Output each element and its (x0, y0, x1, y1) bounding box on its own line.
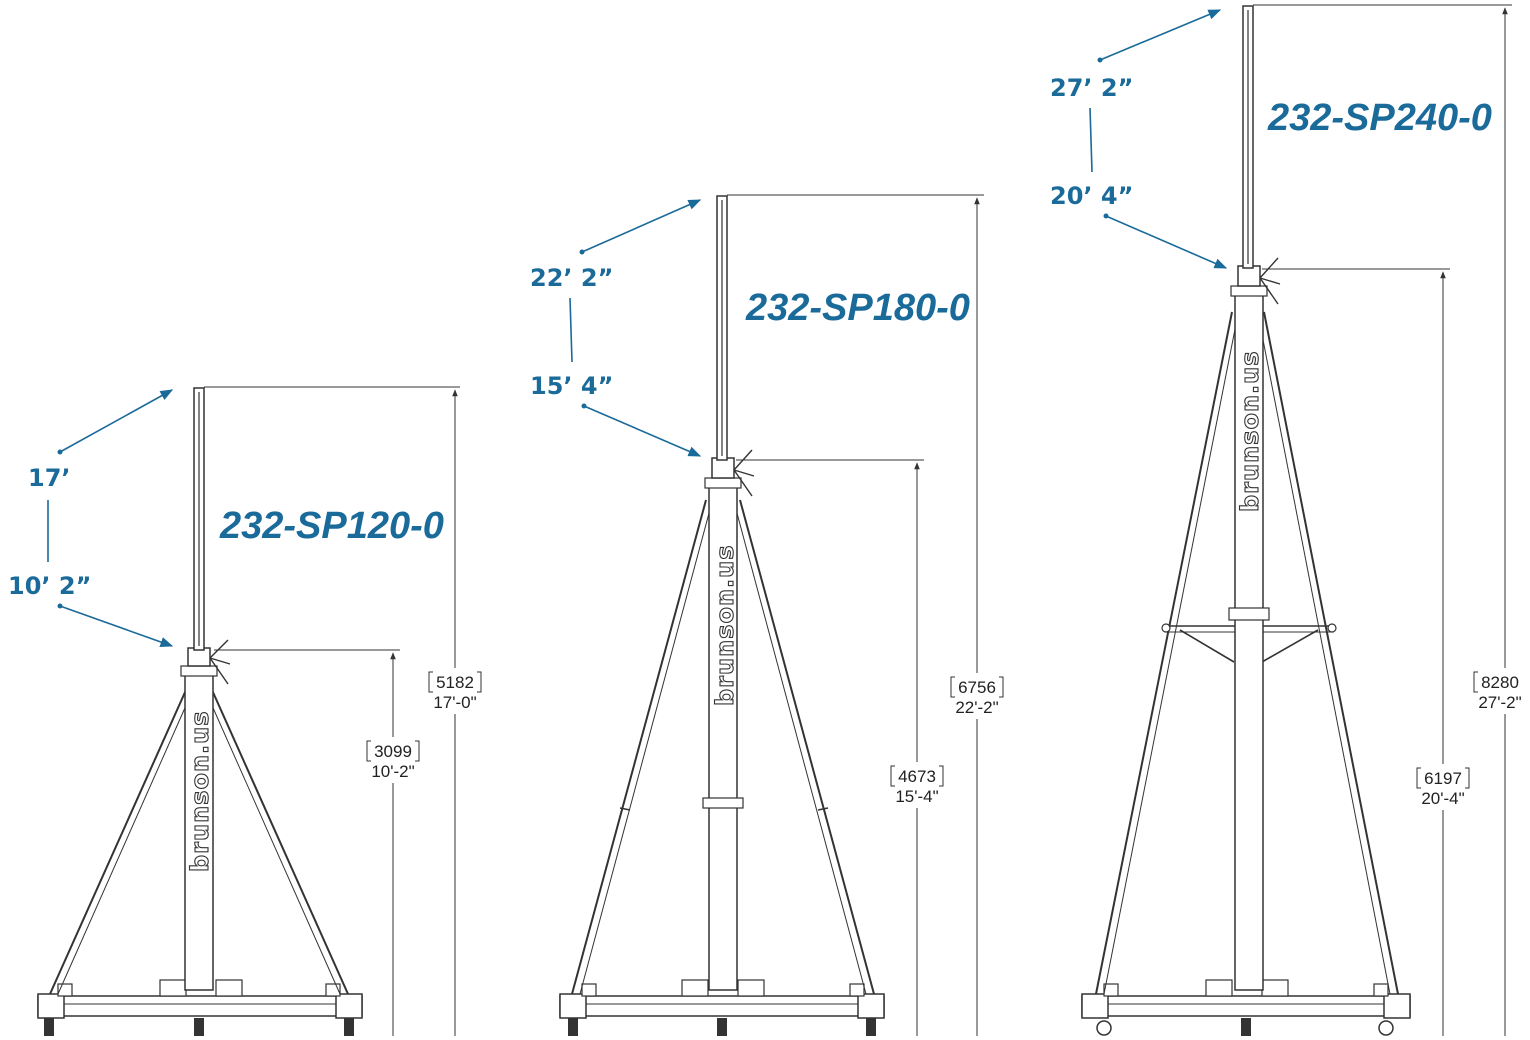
stand-3-base (1081, 979, 1411, 1036)
stand-1-max-height-label: 17’ (28, 464, 71, 492)
stand-3-max-height-label: 27’ 2” (1050, 74, 1133, 102)
stand-3-leg-right (1263, 311, 1399, 995)
stand-1-min-height-label: 10’ 2” (8, 572, 91, 600)
stand-2-dim-max-mm: 6756 (958, 678, 996, 697)
stand-2: brunson.us 6756 22'-2" 4673 15'-4" 22’ 2… (530, 194, 1004, 1036)
stand-3-brand-text: brunson.us (1236, 350, 1264, 512)
stand-2-model: 232-SP180-0 (745, 287, 970, 329)
stand-3-column (1234, 293, 1264, 991)
stand-1-dim-max-mm: 5182 (436, 673, 474, 692)
stand-3-min-height-label: 20’ 4” (1050, 182, 1133, 210)
stand-1-base (37, 979, 363, 1036)
stand-2-dim-min-mm: 4673 (898, 767, 936, 786)
stand-3-dim-min-ftin: 20'-4" (1421, 789, 1464, 808)
stand-2-min-height-label: 15’ 4” (530, 372, 613, 400)
stand-2-leg-right (739, 499, 875, 995)
stand-1-dim-min-mm: 3099 (374, 742, 412, 761)
stand-2-max-height-label: 22’ 2” (530, 264, 613, 292)
stand-2-leg-left (571, 499, 707, 995)
stand-1-model: 232-SP120-0 (219, 505, 444, 547)
stand-1-leg-left (49, 689, 187, 995)
stand-3-dim-max-ftin: 27'-2" (1478, 693, 1521, 712)
stand-2-base (559, 979, 885, 1036)
stand-2-brand-text: brunson.us (711, 544, 739, 706)
stand-1-dim-max-ftin: 17'-0" (433, 693, 476, 712)
stand-3-leg-left (1095, 311, 1233, 995)
stand-1-dim-min-ftin: 10'-2" (371, 762, 414, 781)
stand-3-dim-min-mm: 6197 (1424, 769, 1462, 788)
stand-2-dim-min-ftin: 15'-4" (895, 787, 938, 806)
stand-2-dim-max-ftin: 22'-2" (955, 698, 998, 717)
stand-3-dim-max-mm: 8280 (1481, 673, 1519, 692)
stand-3: brunson.us 8280 27'-2" 6197 20'-4" 27’ 2… (1050, 4, 1528, 1036)
stand-1-leg-right (211, 689, 349, 995)
stand-1: brunson.us 5182 17'-0" 3099 10'-2" 17’ 1… (8, 386, 482, 1036)
stand-1-brand-text: brunson.us (186, 710, 214, 872)
stand-3-model: 232-SP240-0 (1267, 97, 1492, 139)
